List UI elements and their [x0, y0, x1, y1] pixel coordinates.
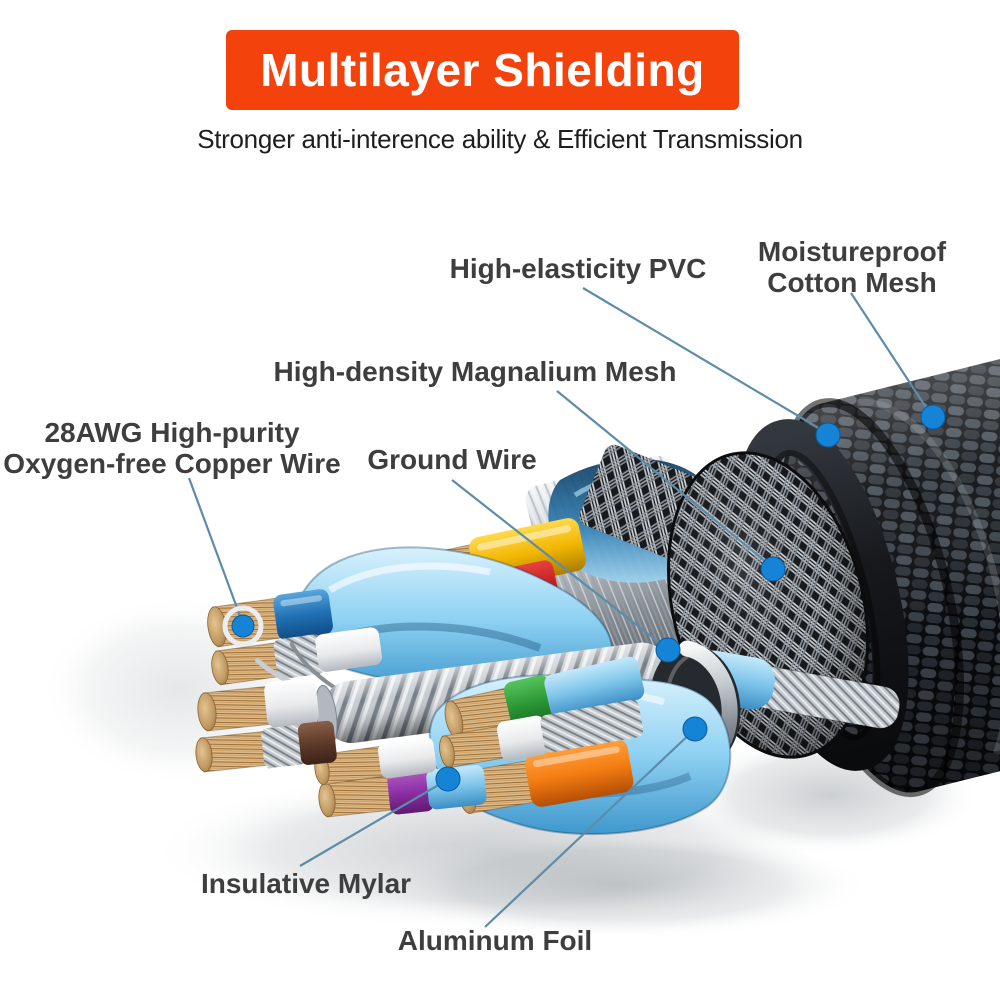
callout-line-cotton	[850, 292, 932, 416]
callout-dots	[222, 404, 946, 792]
callout-lines	[187, 287, 932, 928]
wire-green	[444, 656, 645, 740]
label-high-density-magnalium-mesh: High-density Magnalium Mesh	[273, 356, 677, 387]
title-banner: Multilayer Shielding	[226, 30, 739, 110]
callout-line-aluminum	[484, 729, 695, 928]
callout-line-ground	[451, 479, 667, 649]
callout-line-copper	[187, 477, 245, 625]
callout-dot-copper	[231, 614, 255, 638]
callout-line-pvc	[582, 287, 828, 434]
wire-white-left	[197, 678, 319, 732]
callout-dot-ground	[655, 637, 681, 663]
callout-dot-ring-copper	[222, 605, 264, 647]
page-title: Multilayer Shielding	[260, 44, 705, 96]
label-insulative-mylar: Insulative Mylar	[200, 868, 412, 899]
callout-line-mylar	[299, 779, 448, 867]
label-aluminum-foil: Aluminum Foil	[397, 925, 593, 956]
wire-white-bottom	[439, 699, 644, 769]
callout-dot-magnalium	[760, 556, 786, 582]
callout-line-magnalium	[556, 390, 772, 567]
label-moistureproof-cotton-mesh: Moistureproof Cotton Mesh	[757, 236, 947, 299]
callout-dot-aluminum	[682, 716, 708, 742]
callout-dot-pvc	[815, 422, 841, 448]
label-ground-wire: Ground Wire	[367, 444, 537, 475]
callout-dot-cotton	[920, 404, 946, 430]
subtitle: Stronger anti-interence ability & Effici…	[197, 124, 803, 154]
callout-dot-mylar	[435, 766, 461, 792]
label-high-elasticity-pvc: High-elasticity PVC	[449, 253, 707, 284]
wire-brown	[195, 720, 337, 773]
label-copper-wire: 28AWG High-purity Oxygen-free Copper Wir…	[3, 417, 341, 480]
